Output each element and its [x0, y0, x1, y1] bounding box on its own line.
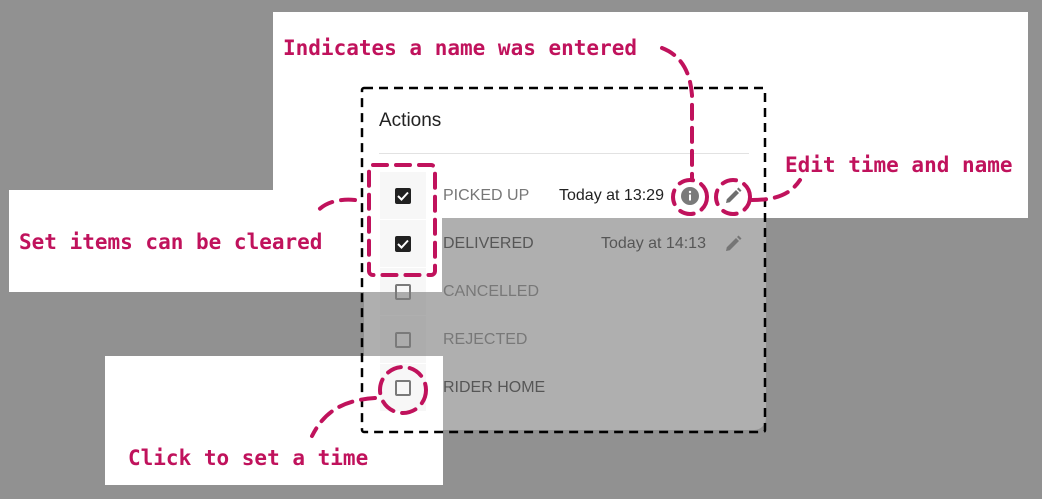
action-row-cancelled: CANCELLED: [364, 268, 766, 316]
divider: [379, 153, 749, 154]
checkbox-cell: [380, 268, 426, 316]
callout-set-time: Click to set a time: [128, 446, 369, 470]
checkbox-rider-home[interactable]: [395, 379, 411, 396]
row-label: CANCELLED: [443, 283, 540, 300]
checkbox-cell: [380, 364, 426, 412]
row-time: Today at 14:13: [601, 235, 706, 252]
checkbox-cell: [380, 316, 426, 364]
row-time: Today at 13:29: [559, 187, 664, 204]
pencil-icon[interactable]: [723, 234, 743, 254]
checkbox-cell: [380, 220, 426, 268]
checkbox-cancelled[interactable]: [395, 283, 411, 300]
callout-name-entered: Indicates a name was entered: [283, 36, 638, 60]
action-row-rejected: REJECTED: [364, 316, 766, 364]
card-title: Actions: [379, 110, 442, 131]
check-icon: [397, 239, 409, 249]
check-icon: [397, 191, 409, 201]
actions-card: Actions PICKED UP Today at 13:29: [364, 90, 766, 430]
row-label: RIDER HOME: [443, 379, 546, 396]
row-label: REJECTED: [443, 331, 528, 348]
action-row-delivered: DELIVERED Today at 14:13: [364, 220, 766, 268]
info-icon[interactable]: [680, 186, 700, 206]
callout-clear-items: Set items can be cleared: [19, 230, 323, 254]
checkbox-picked-up[interactable]: [395, 187, 411, 204]
pencil-icon[interactable]: [723, 186, 743, 206]
row-label: PICKED UP: [443, 187, 530, 204]
checkbox-cell: [380, 172, 426, 220]
callout-edit-time: Edit time and name: [785, 153, 1013, 177]
action-row-rider-home: RIDER HOME: [364, 364, 766, 412]
row-label: DELIVERED: [443, 235, 534, 252]
checkbox-rejected[interactable]: [395, 331, 411, 348]
checkbox-delivered[interactable]: [395, 235, 411, 252]
action-row-picked-up: PICKED UP Today at 13:29: [364, 172, 766, 220]
